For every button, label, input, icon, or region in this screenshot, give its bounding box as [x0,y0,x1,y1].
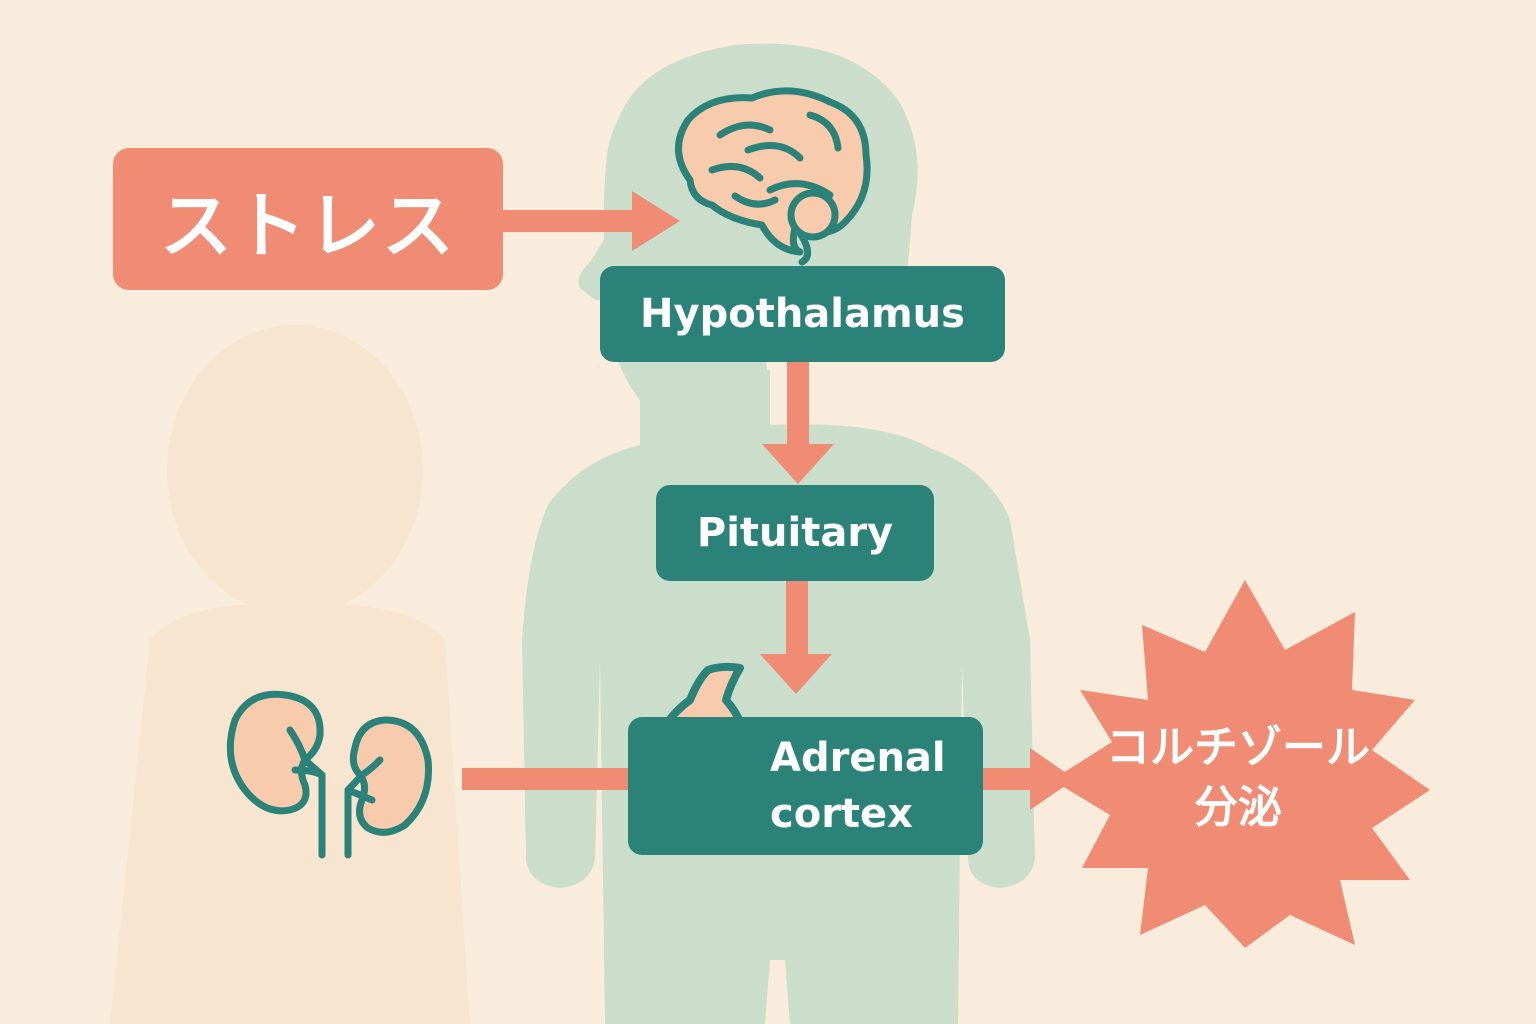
adrenal-cortex-label: Adrenal cortex [770,730,946,842]
cortisol-burst-shape [1052,580,1430,948]
cortisol-label-line1: コルチゾール [1106,722,1370,773]
hypothalamus-label: Hypothalamus [640,291,965,337]
arrow-pituitary-to-adrenal [760,578,832,694]
arrow-kidney-to-adrenal [462,768,632,790]
pituitary-label: Pituitary [696,510,894,556]
cortisol-label-line2: 分泌 [1194,782,1282,833]
adrenal-cortex-box: Adrenal cortex [628,717,983,855]
kidneys-icon [226,690,433,859]
arrow-hypothalamus-to-pituitary [762,360,834,484]
hypothalamus-box: Hypothalamus [600,266,1005,362]
background-person-silhouette [110,325,470,1024]
stress-label-box: ストレス [113,148,503,290]
arrow-stress-to-brain [500,191,680,251]
brain-icon [675,87,871,266]
adrenal-label-line1: Adrenal [770,735,946,781]
arrow-adrenal-to-cortisol [980,748,1075,810]
pituitary-box: Pituitary [656,485,934,581]
adrenal-label-line2: cortex [770,791,913,837]
stress-label: ストレス [159,183,456,268]
cortisol-secretion-label: コルチゾール 分泌 [1078,708,1398,848]
